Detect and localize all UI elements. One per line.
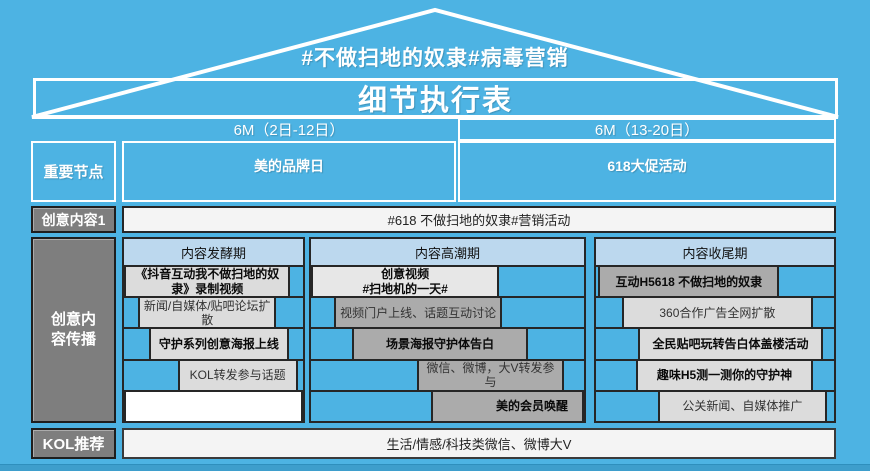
activity-cell: 守护系列创意海报上线 — [149, 329, 289, 359]
row-label-kol: KOL推荐 — [31, 428, 116, 459]
key-node-brand-day: 美的品牌日 — [122, 141, 456, 202]
phase-column-ending: 内容收尾期 互动H5618 不做扫地的奴隶 360合作广告全网扩散 全民贴吧玩转… — [594, 237, 836, 423]
activity-cell: 360合作广告全网扩散 — [622, 298, 813, 328]
phase-header-climax: 内容高潮期 — [311, 239, 584, 267]
phase-header-fermentation: 内容发酵期 — [124, 239, 303, 267]
activity-cell: 公关新闻、自媒体推广 — [657, 391, 827, 422]
activity-cell: KOL转发参与话题 — [177, 360, 298, 390]
execution-table-title-banner: 细节执行表 — [33, 78, 838, 118]
activity-cell: 趣味H5测一测你的守护神 — [636, 360, 813, 390]
phase-header-ending: 内容收尾期 — [596, 239, 834, 267]
creative-content-1-cell: #618 不做扫地的奴隶#营销活动 — [122, 206, 836, 233]
phase-column-fermentation: 内容发酵期 《抖音互动我不做扫地的奴隶》录制视频 新闻/自媒体/贴吧论坛扩散 守… — [122, 237, 305, 423]
execution-table-title: 细节执行表 — [357, 85, 513, 117]
kol-recommendation-cell: 生活/情感/科技类微信、微博大V — [122, 428, 836, 459]
campaign-hashtag-title: #不做扫地的奴隶#病毒营销 — [301, 47, 569, 70]
activity-cell: 微信、微博，大V转发参与 — [417, 360, 564, 390]
timeline-period-1: 6M（2日-12日） — [233, 122, 345, 139]
activity-cell: 《抖音互动我不做扫地的奴隶》录制视频 — [124, 267, 291, 297]
phase-column-climax: 内容高潮期 创意视频 #扫地机的一天# 视频门户上线、话题互动讨论 场景海报守护… — [309, 237, 586, 423]
row-label-creative-spread: 创意内容传播 — [31, 237, 116, 423]
row-label-key-nodes: 重要节点 — [31, 141, 116, 202]
activity-cell: 互动H5618 不做扫地的奴隶 — [598, 267, 780, 297]
row-label-creative-content-1: 创意内容1 — [31, 206, 116, 233]
activity-cell: 全民贴吧玩转告白体盖楼活动 — [637, 329, 824, 359]
activity-cell: 视频门户上线、话题互动讨论 — [334, 298, 503, 328]
key-node-618-promo: 618大促活动 — [458, 141, 836, 202]
activity-cell: 新闻/自媒体/贴吧论坛扩散 — [138, 298, 277, 328]
activity-cell: 场景海报守护体告白 — [351, 329, 529, 359]
activity-cell-empty — [124, 391, 303, 422]
timeline-period-2: 6M（13-20日） — [458, 118, 836, 141]
bottom-strip — [0, 464, 870, 471]
activity-cell: 美的会员唤醒 — [431, 391, 584, 422]
activity-cell: 创意视频 #扫地机的一天# — [311, 267, 500, 297]
